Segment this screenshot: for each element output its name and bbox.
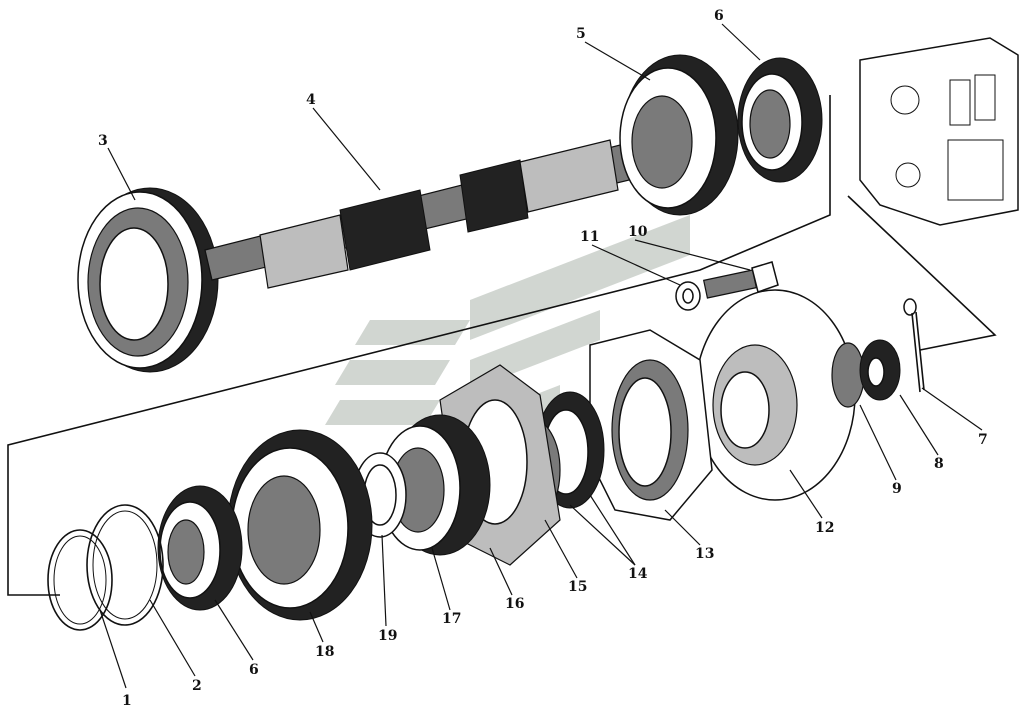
callout-2: 2 — [192, 678, 202, 694]
part-8-castle-nut — [859, 339, 901, 401]
leader-lines — [99, 23, 983, 689]
callout-13: 13 — [695, 546, 714, 562]
callout-8: 8 — [934, 456, 944, 472]
part-4-main-shaft — [204, 139, 651, 289]
gearbox-housing — [859, 37, 1019, 226]
part-7-cotter-pin — [903, 298, 925, 393]
part-6-bearing-bottom — [157, 485, 243, 611]
callout-18: 18 — [315, 644, 334, 660]
callout-11: 11 — [580, 229, 599, 245]
part-6-bearing-top — [737, 57, 823, 183]
part-3-ring-gear — [77, 187, 219, 373]
part-10-bolt — [702, 261, 779, 299]
part-1-retaining-ring — [47, 529, 113, 631]
callout-17: 17 — [442, 611, 461, 627]
assembly-axis-line — [7, 95, 997, 596]
callout-10: 10 — [628, 224, 648, 240]
part-5-spur-gear — [619, 54, 739, 216]
callout-5: 5 — [576, 26, 586, 42]
callout-16: 16 — [505, 596, 524, 612]
part-2-snap-ring — [86, 504, 164, 626]
callout-1: 1 — [122, 693, 132, 709]
callout-6-bottom: 6 — [249, 662, 259, 678]
callout-12: 12 — [815, 520, 834, 536]
part-13-bearing-cover — [589, 329, 713, 521]
part-11-washer — [675, 281, 701, 311]
callout-9: 9 — [892, 481, 902, 497]
part-9-lock-washer — [831, 342, 865, 408]
callout-14: 14 — [628, 566, 648, 582]
callout-4: 4 — [306, 92, 316, 108]
callout-3: 3 — [98, 133, 108, 149]
callout-15: 15 — [568, 579, 587, 595]
callout-6-top: 6 — [714, 8, 724, 24]
part-12-flange — [694, 289, 856, 501]
callout-19: 19 — [378, 628, 397, 644]
part-18-gear — [227, 429, 373, 621]
callout-7: 7 — [978, 432, 988, 448]
callout-labels: 1 2 3 4 5 6 6 7 8 9 10 11 12 13 14 15 16… — [98, 8, 988, 709]
